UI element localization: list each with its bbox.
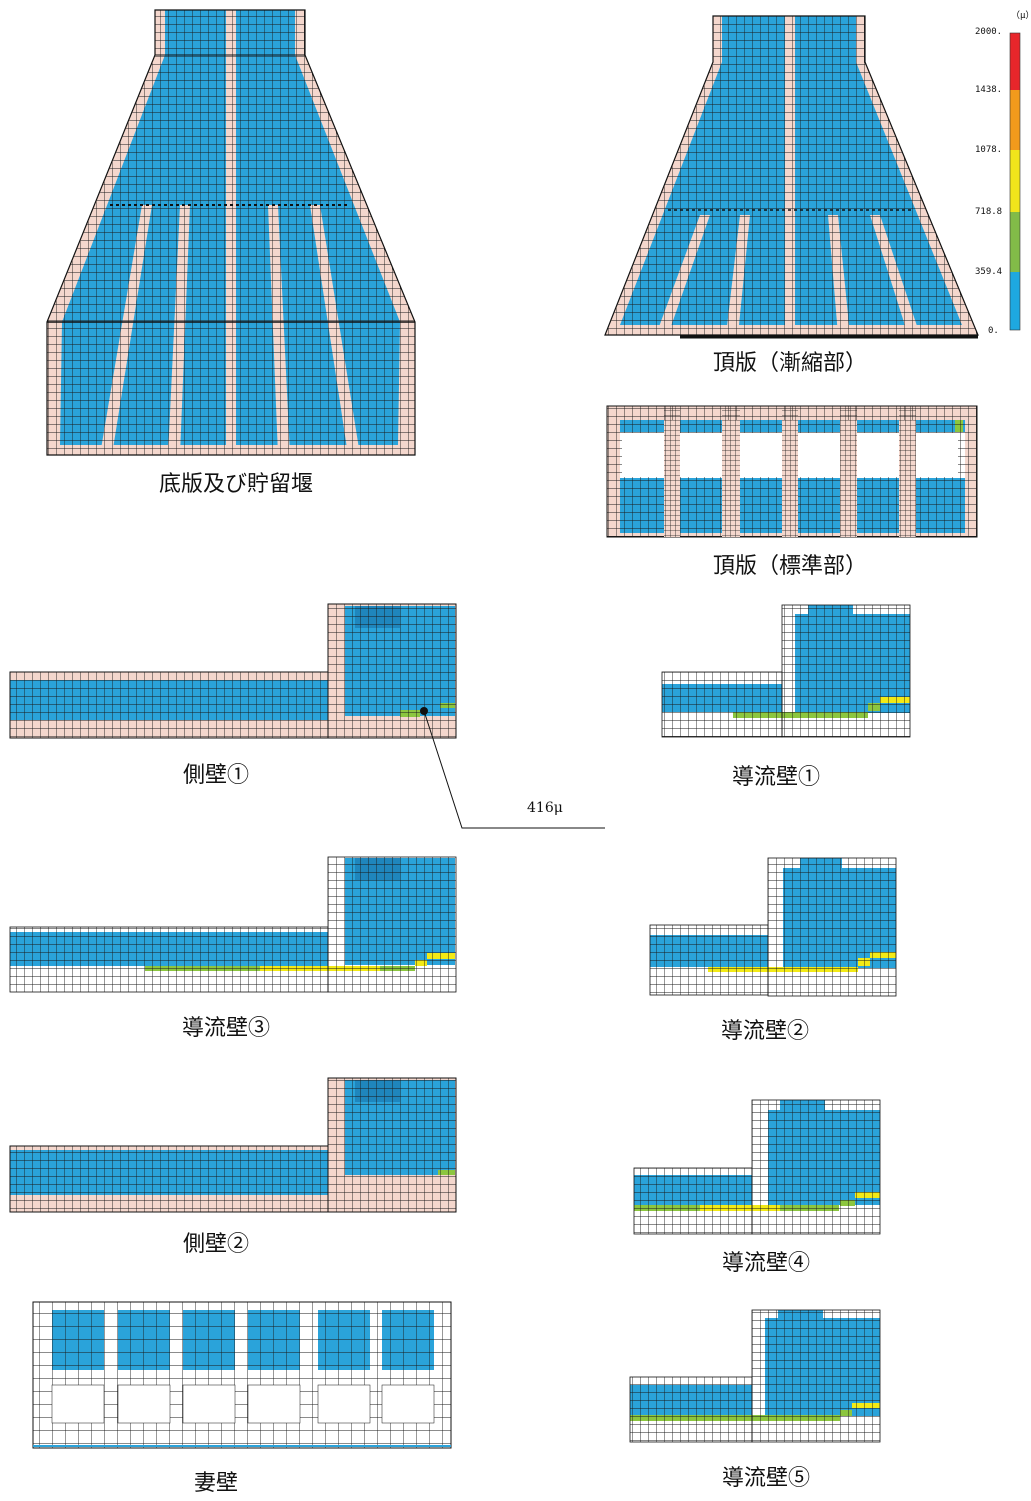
legend-tick: 718.8 xyxy=(975,207,1003,217)
legend-tick: 1438. xyxy=(975,85,1003,95)
guide-wall-1-contour xyxy=(661,604,911,738)
guide-wall-2-contour xyxy=(649,857,897,997)
legend-band-yellow xyxy=(1010,150,1020,212)
legend-band-blue xyxy=(1010,272,1020,330)
legend-tick: 0. xyxy=(988,326,999,336)
caption-top-slab-standard: 頂版（標準部） xyxy=(712,554,868,579)
bottom-slab-contour xyxy=(46,9,416,456)
guide-wall-4-contour xyxy=(633,1099,881,1235)
guide-wall-5-contour xyxy=(629,1309,881,1443)
callout-label: 416μ xyxy=(527,800,563,816)
side-wall-1-contour xyxy=(9,603,457,739)
caption-guide-wall-4: 導流壁④ xyxy=(721,1251,811,1276)
end-wall-contour xyxy=(32,1301,452,1449)
callout-line xyxy=(423,710,605,829)
legend-band-orange xyxy=(1010,90,1020,150)
caption-side-wall-2: 側壁② xyxy=(182,1232,250,1257)
top-slab-standard-contour xyxy=(606,405,978,538)
top-slab-taper-contour xyxy=(604,15,979,339)
caption-guide-wall-3: 導流壁③ xyxy=(181,1016,271,1041)
legend-tick: 1078. xyxy=(975,145,1003,155)
legend-band-red xyxy=(1010,33,1020,90)
caption-top-slab-taper: 頂版（漸縮部） xyxy=(712,351,868,376)
caption-bottom-slab: 底版及び貯留堰 xyxy=(158,472,314,497)
caption-guide-wall-2: 導流壁② xyxy=(720,1019,810,1044)
color-legend xyxy=(1009,32,1021,331)
caption-end-wall: 妻壁 xyxy=(193,1471,239,1496)
side-wall-2-contour xyxy=(9,1077,457,1213)
legend-band-green xyxy=(1010,212,1020,272)
guide-wall-3-contour xyxy=(9,856,457,993)
legend-unit: （μ） xyxy=(1011,11,1031,21)
caption-guide-wall-1: 導流壁① xyxy=(731,765,821,790)
caption-guide-wall-5: 導流壁⑤ xyxy=(721,1466,811,1491)
legend-tick: 359.4 xyxy=(975,267,1003,277)
legend-tick: 2000. xyxy=(975,27,1003,37)
caption-side-wall-1: 側壁① xyxy=(182,763,250,788)
